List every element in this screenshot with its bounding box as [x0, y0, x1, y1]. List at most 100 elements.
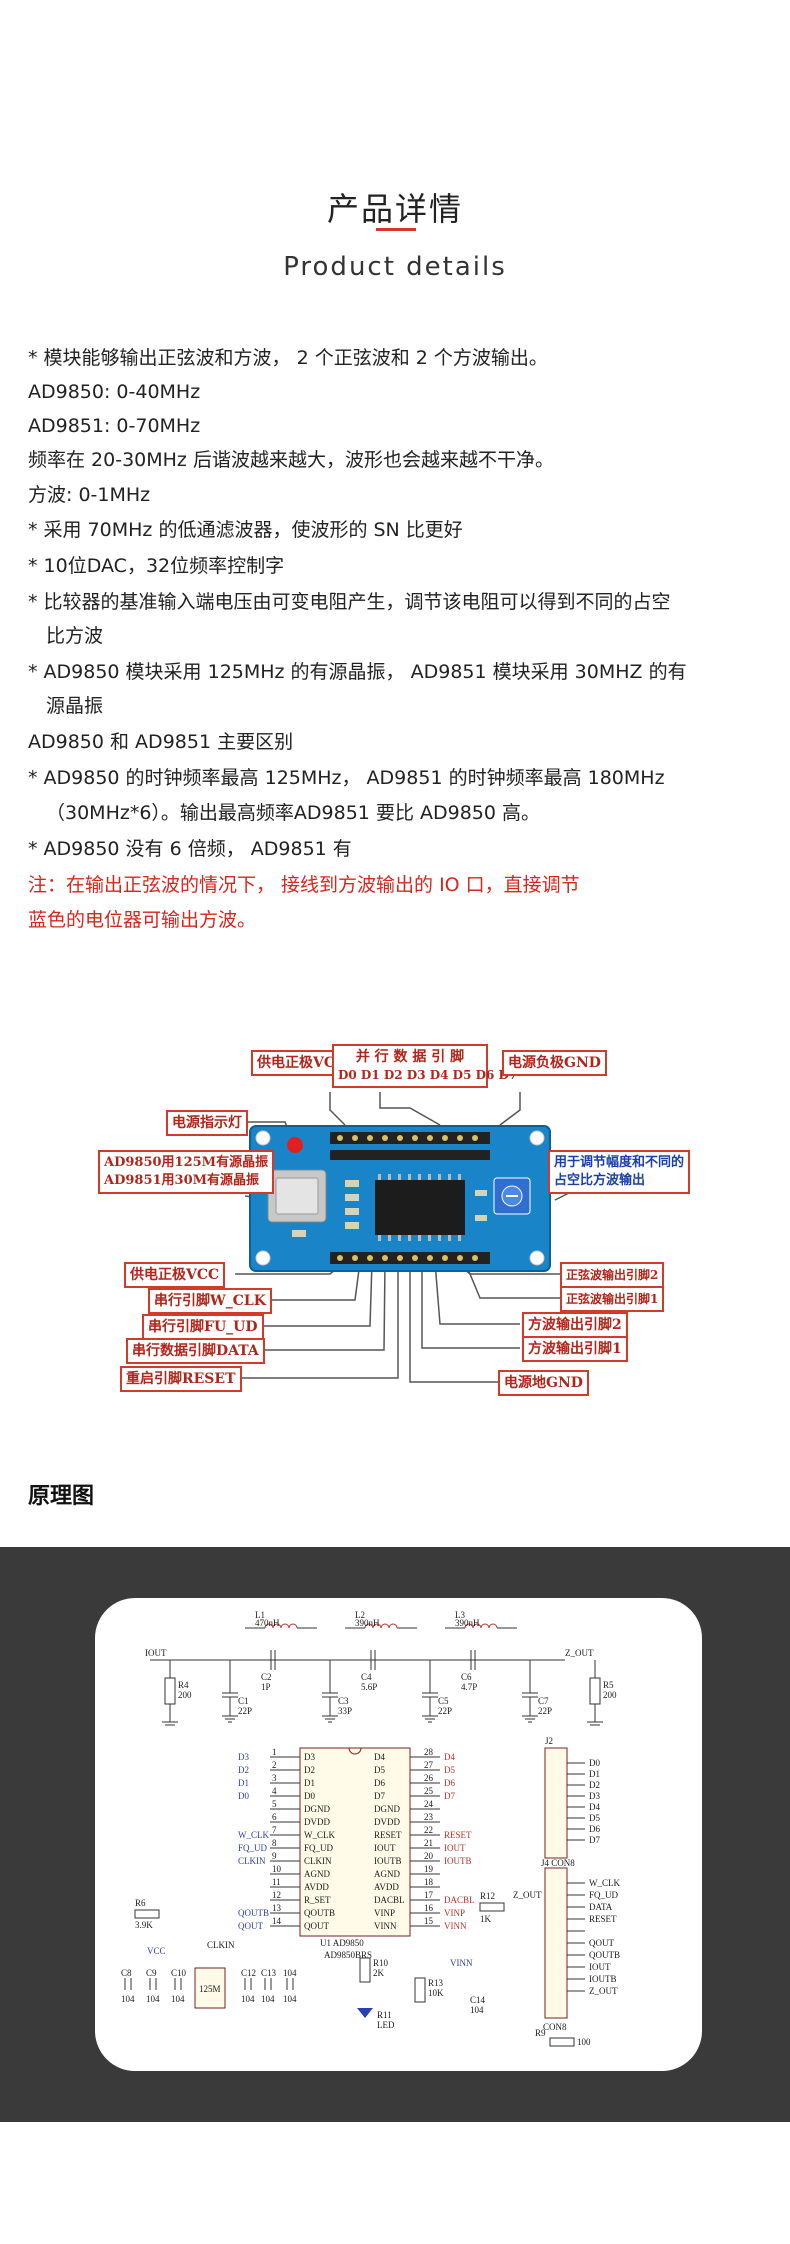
resistor: [164, 1677, 176, 1705]
cap-ref: C6: [461, 1672, 472, 1682]
chip-pin-number: 12: [272, 1890, 281, 1900]
resistor-ref: R9: [535, 2028, 546, 2038]
chip-pin-number: 27: [424, 1760, 434, 1770]
chip-pin-right: VINN: [374, 1921, 397, 1931]
connector-ref: J2: [545, 1736, 553, 1746]
chip-pin-right: DVDD: [374, 1817, 400, 1827]
connector-pin: D1: [589, 1769, 600, 1779]
connector-pin: D4: [589, 1802, 600, 1812]
chip-pin-left: QOUT: [304, 1921, 329, 1931]
pot-line-1: 用于调节幅度和不同的: [554, 1155, 685, 1170]
cap-ref: 104: [283, 1968, 297, 1978]
cap-ref: C9: [146, 1968, 157, 1978]
cap-value: 104: [470, 2005, 484, 2015]
resistor: [479, 1902, 505, 1912]
cap-ref: C14: [470, 1995, 486, 2005]
board-label-power-indicator: 电源指示灯: [166, 1110, 248, 1136]
net-label: CLKIN: [238, 1856, 266, 1866]
cap-value: 1P: [261, 1682, 271, 1692]
resistor-value: 200: [178, 1690, 192, 1700]
desc-line: * AD9850 没有 6 倍频， AD9851 有: [28, 838, 352, 860]
desc-line: * 比较器的基准输入端电压由可变电阻产生，调节该电阻可以得到不同的占空: [28, 591, 671, 613]
desc-line: * AD9850 的时钟频率最高 125MHz， AD9851 的时钟频率最高 …: [28, 767, 665, 789]
resistor: [414, 1977, 426, 2003]
connector-pin: D6: [589, 1824, 600, 1834]
net-label: Z_OUT: [565, 1648, 594, 1658]
board-label-sine1: 正弦波输出引脚1: [560, 1286, 665, 1312]
chip-pin-number: 11: [272, 1877, 281, 1887]
chip-pin-number: 22: [424, 1825, 433, 1835]
resistor-value: 200: [603, 1690, 617, 1700]
inductor-ref: L2: [355, 1610, 365, 1620]
connector-footer: CON8: [543, 2022, 567, 2032]
net-label: QOUTB: [238, 1908, 269, 1918]
chip-pin-number: 1: [272, 1747, 277, 1757]
net-label: IOUT: [444, 1843, 466, 1853]
chip-pin-number: 18: [424, 1877, 434, 1887]
net-label: CLKIN: [207, 1940, 235, 1950]
module-board-figure: 电源指示灯 供电正极VCC 并 行 数 据 引 脚 D0 D1 D2 D3 D4…: [0, 1030, 790, 1410]
chip-pin-right: AVDD: [374, 1882, 399, 1892]
chip-pin-number: 3: [272, 1773, 277, 1783]
net-label: D6: [444, 1778, 455, 1788]
desc-line: 频率在 20-30MHz 后谐波越来越大，波形也会越来越不干净。: [28, 449, 554, 471]
desc-line: 源晶振: [46, 695, 104, 717]
resistor: [134, 1909, 160, 1919]
connector-j4: [544, 1867, 568, 2019]
board-label-potentiometer: 用于调节幅度和不同的 占空比方波输出: [548, 1150, 691, 1194]
resistor: [359, 1957, 371, 1983]
chip-pin-left: DVDD: [304, 1817, 330, 1827]
chip-pin-left: DGND: [304, 1804, 330, 1814]
board-label-vcc-left: 供电正极VCC: [124, 1262, 226, 1288]
resistor-value: 3.9K: [135, 1920, 153, 1930]
connector-pin: RESET: [589, 1914, 617, 1924]
resistor-ref: R5: [603, 1680, 614, 1690]
desc-line: AD9851: 0-70MHz: [28, 415, 201, 437]
chip-pin-right: D5: [374, 1765, 385, 1775]
net-label: DACBL: [444, 1895, 475, 1905]
chip-pin-left: R_SET: [304, 1895, 331, 1905]
inductor-value: 390nH: [455, 1618, 480, 1628]
connector-pin: D0: [589, 1758, 600, 1768]
inductor-coil: [488, 1623, 498, 1629]
desc-line: AD9850 和 AD9851 主要区别: [28, 731, 294, 753]
net-label: IOUTB: [444, 1856, 472, 1866]
chip-pin-number: 15: [424, 1916, 434, 1926]
chip-pin-left: CLKIN: [304, 1856, 332, 1866]
crystal-line-1: AD9850用125M有源晶振: [104, 1155, 269, 1170]
net-label: D3: [238, 1752, 249, 1762]
cap-ref: C3: [338, 1696, 349, 1706]
net-label: Z_OUT: [513, 1890, 542, 1900]
resistor-ref: R6: [135, 1898, 146, 1908]
board-label-sine2: 正弦波输出引脚2: [560, 1262, 665, 1288]
inductor-coil: [280, 1623, 290, 1629]
connector-pin: D5: [589, 1813, 600, 1823]
net-label: D5: [444, 1765, 455, 1775]
connector-pin: D3: [589, 1791, 600, 1801]
desc-line: 方波: 0-1MHz: [28, 484, 151, 506]
net-label: RESET: [444, 1830, 472, 1840]
led-ref: R11: [377, 2010, 392, 2020]
board-label-square1: 方波输出引脚1: [522, 1336, 628, 1362]
board-label-gnd-top: 电源负极GND: [502, 1050, 607, 1076]
resistor-value: 1K: [480, 1914, 492, 1924]
connector-pin: D7: [589, 1835, 600, 1845]
net-label: QOUT: [238, 1921, 263, 1931]
resistor-value: 2K: [373, 1968, 385, 1978]
net-label: D7: [444, 1791, 455, 1801]
net-label: IOUT: [145, 1648, 167, 1658]
board-label-data: 串行数据引脚DATA: [126, 1338, 265, 1364]
schematic-heading: 原理图: [28, 1484, 95, 1509]
parallel-pins-list: D0 D1 D2 D3 D4 D5 D6 D7: [338, 1068, 518, 1082]
cap-ref: C1: [238, 1696, 249, 1706]
chip-pin-number: 10: [272, 1864, 282, 1874]
cap-ref: C7: [538, 1696, 549, 1706]
crystal-line-2: AD9851用30M有源晶振: [104, 1173, 260, 1188]
connector-pin: W_CLK: [589, 1878, 620, 1888]
cap-value: 5.6P: [361, 1682, 377, 1692]
resistor: [589, 1677, 601, 1705]
net-label: D4: [444, 1752, 455, 1762]
cap-ref: C13: [261, 1968, 277, 1978]
chip-pin-number: 17: [424, 1890, 434, 1900]
